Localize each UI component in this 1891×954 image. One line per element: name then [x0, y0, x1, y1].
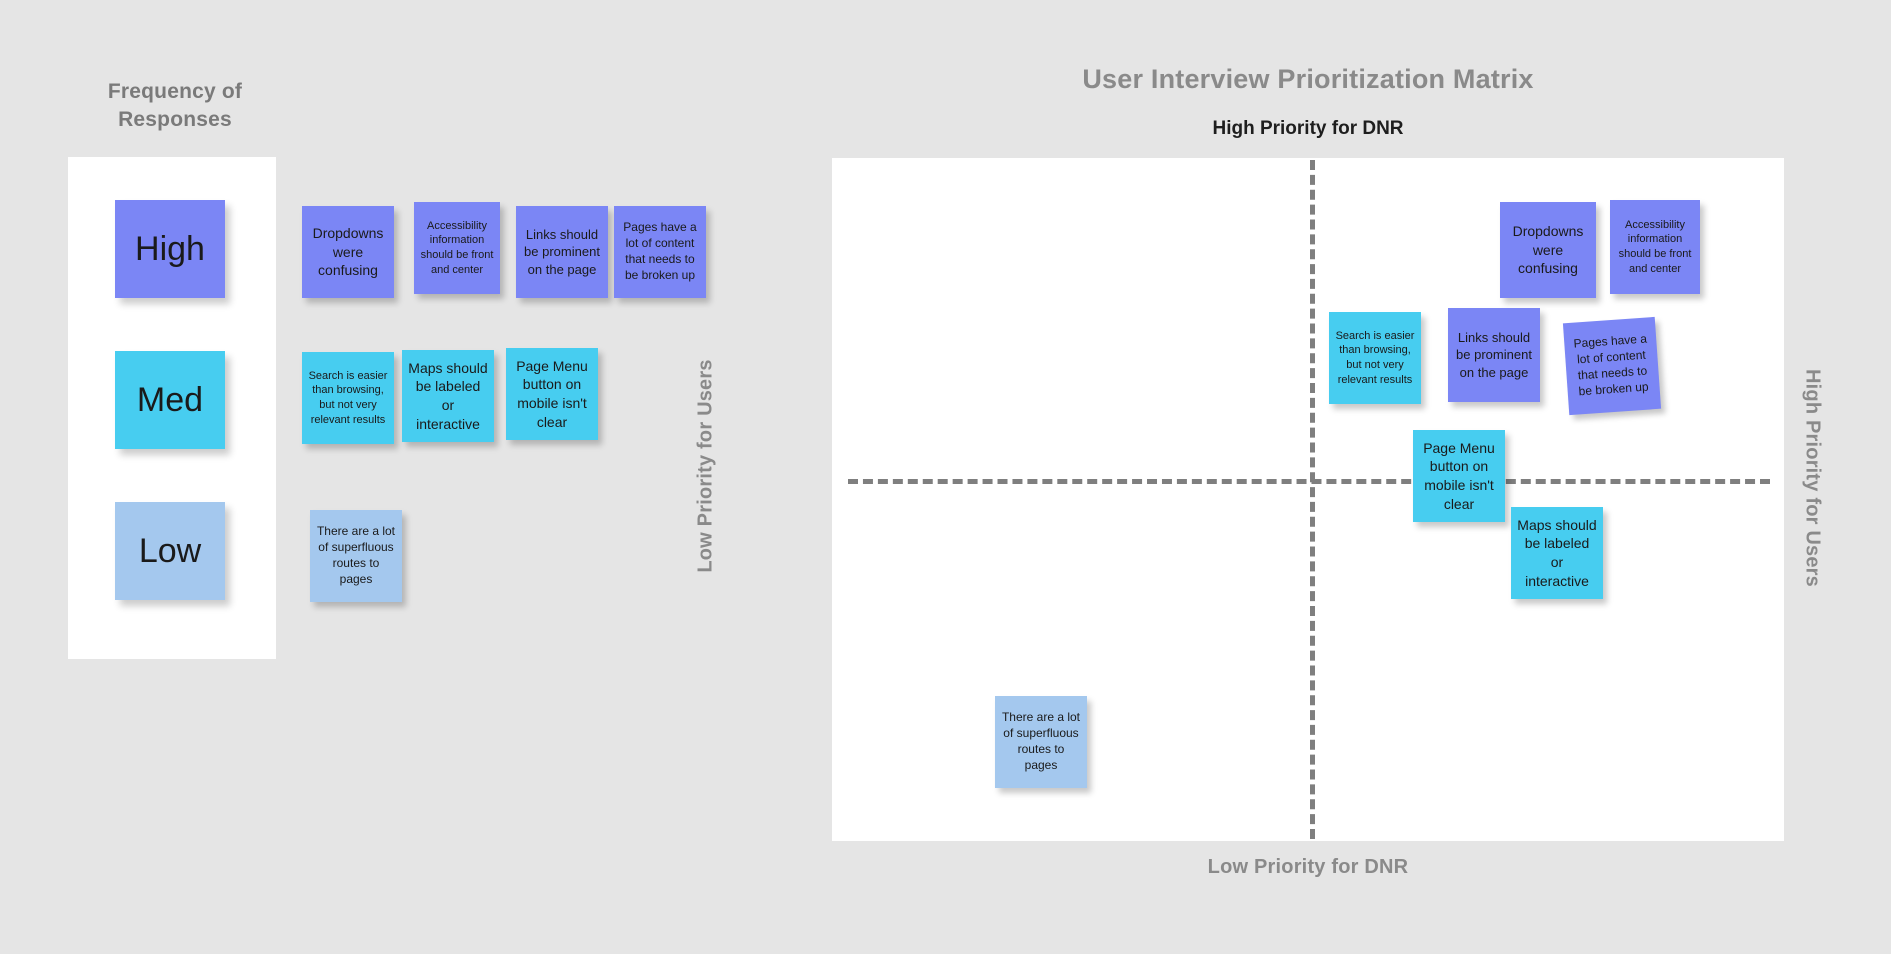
sticky-note-text: Page Menu button on mobile isn't clear — [516, 357, 588, 430]
horizontal-divider-line — [848, 479, 1770, 484]
sticky-note-m-pages-lot-of-content[interactable]: Pages have a lot of content that needs t… — [1562, 316, 1662, 416]
legend-note-label: Low — [138, 531, 202, 570]
sticky-note-text: Pages have a lot of content that needs t… — [623, 220, 697, 282]
sticky-note-m-page-menu-button-mobile[interactable]: Page Menu button on mobile isn't clear — [1413, 430, 1505, 522]
matrix-title: User Interview Prioritization Matrix — [1082, 64, 1534, 94]
sticky-note-m-maps-labeled-interactive[interactable]: Maps should be labeled or interactive — [1511, 507, 1603, 599]
sticky-note-text: Accessibility information should be fron… — [1618, 218, 1692, 275]
sticky-note-text: Search is easier than browsing, but not … — [308, 369, 388, 426]
sticky-note-m-links-should-be-prominent[interactable]: Links should be prominent on the page — [1448, 308, 1540, 402]
sticky-note-search-easier-than-browsing[interactable]: Search is easier than browsing, but not … — [302, 352, 394, 444]
sticky-note-text: Page Menu button on mobile isn't clear — [1423, 439, 1495, 512]
sticky-note-text: Maps should be labeled or interactive — [1517, 516, 1597, 589]
matrix-left-axis-label: Low Priority for Users — [694, 359, 717, 573]
legend-note-low[interactable]: Low — [115, 502, 225, 600]
sticky-note-text: Dropdowns were confusing — [312, 225, 384, 279]
sticky-note-superfluous-routes-to-pages[interactable]: There are a lot of superfluous routes to… — [310, 510, 402, 602]
sticky-note-maps-labeled-interactive[interactable]: Maps should be labeled or interactive — [402, 350, 494, 442]
sticky-note-m-search-easier-than-browsing[interactable]: Search is easier than browsing, but not … — [1329, 312, 1421, 404]
legend-title: Frequency of Responses — [107, 80, 243, 131]
legend-note-high[interactable]: High — [115, 200, 225, 298]
sticky-note-m-accessibility-front-center[interactable]: Accessibility information should be fron… — [1610, 200, 1700, 294]
sticky-note-text: Dropdowns were confusing — [1512, 223, 1584, 277]
sticky-note-text: Search is easier than browsing, but not … — [1335, 329, 1415, 386]
sticky-note-text: Accessibility information should be fron… — [420, 219, 494, 276]
matrix-top-axis-label: High Priority for DNR — [1212, 118, 1404, 139]
vertical-divider-line — [1310, 160, 1315, 839]
legend-note-label: High — [135, 229, 205, 268]
sticky-note-text: Pages have a lot of content that needs t… — [1573, 331, 1650, 399]
sticky-note-text: Links should be prominent on the page — [1456, 330, 1532, 380]
sticky-note-accessibility-front-center[interactable]: Accessibility information should be fron… — [414, 202, 500, 294]
matrix-right-axis-label: High Priority for Users — [1801, 369, 1824, 587]
matrix-bottom-axis-label: Low Priority for DNR — [1207, 856, 1409, 878]
sticky-note-links-should-be-prominent[interactable]: Links should be prominent on the page — [516, 206, 608, 298]
sticky-note-pages-lot-of-content[interactable]: Pages have a lot of content that needs t… — [614, 206, 706, 298]
sticky-note-text: Links should be prominent on the page — [524, 227, 600, 277]
sticky-note-dropdowns-were-confusing[interactable]: Dropdowns were confusing — [302, 206, 394, 298]
sticky-note-text: Maps should be labeled or interactive — [408, 359, 488, 432]
sticky-note-text: There are a lot of superfluous routes to… — [1001, 710, 1081, 772]
sticky-note-text: There are a lot of superfluous routes to… — [316, 524, 396, 586]
legend-note-med[interactable]: Med — [115, 351, 225, 449]
legend-note-label: Med — [136, 380, 204, 419]
sticky-note-m-dropdowns-were-confusing[interactable]: Dropdowns were confusing — [1500, 202, 1596, 298]
sticky-note-page-menu-button-mobile[interactable]: Page Menu button on mobile isn't clear — [506, 348, 598, 440]
sticky-note-m-superfluous-routes-to-pages[interactable]: There are a lot of superfluous routes to… — [995, 696, 1087, 788]
